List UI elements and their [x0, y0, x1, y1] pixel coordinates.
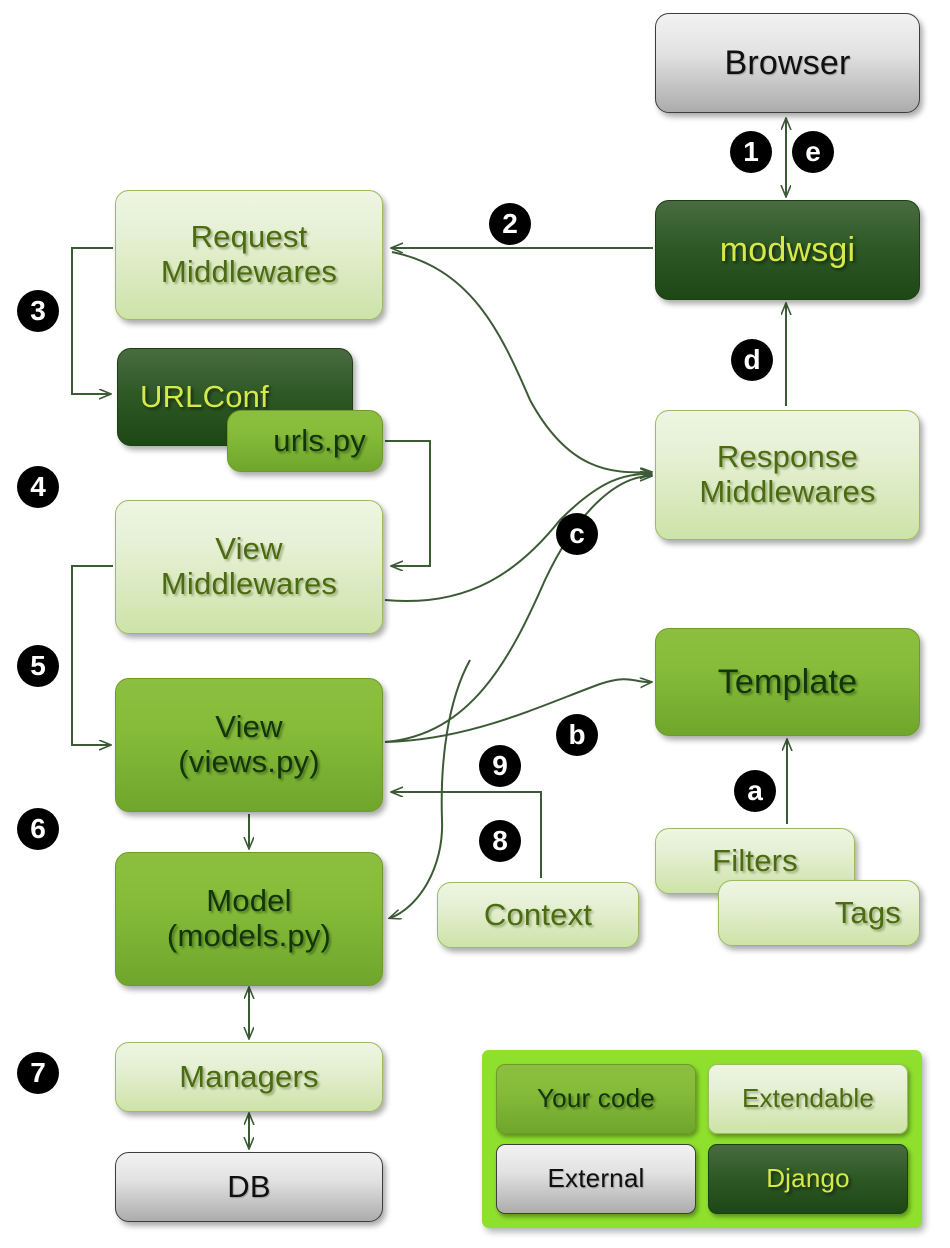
node-label-modwsgi: modwsgi [719, 230, 856, 269]
wire-view-response [384, 476, 651, 743]
step-badge-a: a [734, 770, 776, 812]
step-badge-2: 2 [489, 203, 531, 245]
legend-item-your-code: Your code [496, 1064, 696, 1134]
step-badge-8: 8 [479, 820, 521, 862]
legend-label-extendable: Extendable [741, 1083, 875, 1114]
step-badge-b: b [556, 714, 598, 756]
step-badge-c: c [556, 513, 598, 555]
wire-urlspy-viewmw [385, 440, 431, 566]
wire-view-template [384, 679, 651, 743]
step-badge-5: 5 [17, 645, 59, 687]
legend-label-external: External [547, 1163, 645, 1194]
legend-item-extendable: Extendable [708, 1064, 908, 1134]
legend-label-django: Django [766, 1163, 850, 1194]
step-badge-7: 7 [17, 1052, 59, 1094]
legend-item-external: External [496, 1144, 696, 1214]
node-label-model: Model(models.py) [166, 883, 332, 953]
step-badge-3: 3 [17, 290, 59, 332]
node-label-filters: Filters [712, 842, 798, 878]
node-label-view: View(views.py) [178, 709, 320, 779]
node-context: Context [437, 882, 639, 948]
node-label-browser: Browser [724, 43, 851, 82]
node-label-managers: Managers [179, 1058, 319, 1094]
step-badge-4: 4 [17, 466, 59, 508]
legend-label-your-code: Your code [537, 1083, 655, 1114]
step-badge-e: e [792, 131, 834, 173]
step-badge-1: 1 [730, 131, 772, 173]
step-badge-6: 6 [17, 808, 59, 850]
node-template: Template [655, 628, 920, 736]
node-model: Model(models.py) [115, 852, 383, 986]
wire-viewmw-view [71, 565, 113, 745]
wire-context-model [390, 659, 471, 918]
legend-item-django: Django [708, 1144, 908, 1214]
node-tags: Tags [718, 880, 920, 946]
wire-request-urlconf [71, 247, 113, 394]
node-view: View(views.py) [115, 678, 383, 812]
node-modwsgi: modwsgi [655, 200, 920, 300]
wire-viewmw-response [384, 474, 651, 602]
node-label-tags: Tags [834, 894, 901, 930]
node-managers: Managers [115, 1042, 383, 1112]
node-urlspy: urls.py [227, 410, 383, 472]
step-badge-d: d [731, 339, 773, 381]
node-label-template: Template [717, 662, 858, 701]
node-label-urlconf: URLConf [140, 378, 269, 414]
node-label-urlspy: urls.py [273, 422, 366, 458]
node-label-context: Context [483, 896, 593, 932]
wire-request-response [391, 251, 651, 472]
node-browser: Browser [655, 13, 920, 113]
step-badge-9: 9 [479, 745, 521, 787]
node-db: DB [115, 1152, 383, 1222]
node-label-db: DB [227, 1168, 271, 1204]
